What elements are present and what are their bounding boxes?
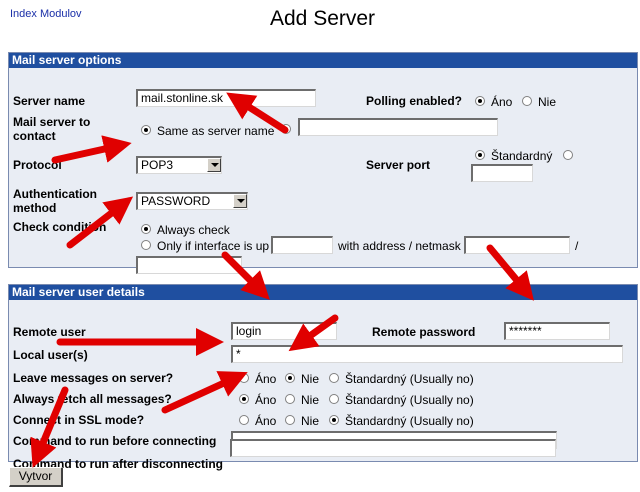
mail-server-contact-label: Mail server to contact: [13, 115, 91, 143]
index-modulov-link[interactable]: Index Modulov: [10, 8, 82, 20]
leave-no-radio[interactable]: [285, 373, 295, 383]
contact-same-label: Same as server name: [157, 124, 275, 138]
protocol-select[interactable]: POP3: [136, 156, 222, 174]
chevron-down-icon: [207, 158, 221, 172]
netmask-slash: /: [575, 239, 579, 253]
fetch-default-radio[interactable]: [329, 394, 339, 404]
contact-other-radio[interactable]: [281, 124, 291, 134]
ssl-no-label: Nie: [301, 414, 320, 428]
check-always-radio[interactable]: [141, 224, 151, 234]
fetch-no-label: Nie: [301, 393, 320, 407]
fetch-all-label: Always fetch all messages?: [13, 392, 172, 406]
leave-yes-label: Áno: [255, 372, 277, 386]
server-port-label: Server port: [366, 158, 431, 172]
server-port-input[interactable]: [471, 164, 533, 182]
leave-default-radio[interactable]: [329, 373, 339, 383]
vytvor-button[interactable]: Vytvor: [9, 467, 63, 487]
authentication-value: PASSWORD: [141, 194, 211, 208]
contact-same-radio[interactable]: [141, 125, 151, 135]
remote-password-input[interactable]: *******: [504, 322, 610, 340]
address-netmask-label: with address / netmask: [338, 239, 461, 253]
page-title: Add Server: [270, 7, 376, 30]
command-after-input[interactable]: [230, 439, 556, 457]
ssl-yes-radio[interactable]: [239, 415, 249, 425]
polling-yes-radio[interactable]: [475, 96, 485, 106]
polling-no-radio[interactable]: [522, 96, 532, 106]
authentication-method-label: Authentication method: [13, 187, 97, 215]
port-default-radio[interactable]: [475, 150, 485, 160]
fetch-yes-radio[interactable]: [239, 394, 249, 404]
remote-password-label: Remote password: [372, 325, 476, 339]
server-name-input[interactable]: mail.stonline.sk: [136, 89, 316, 107]
leave-messages-label: Leave messages on server?: [13, 371, 174, 385]
mail-server-options-section: Mail server options Server name mail.sto…: [8, 52, 638, 274]
user-details-header: Mail server user details: [9, 285, 637, 300]
ssl-no-radio[interactable]: [285, 415, 295, 425]
command-after-label: Command to run after disconnecting: [13, 457, 224, 471]
ssl-default-radio[interactable]: [329, 415, 339, 425]
polling-no-label: Nie: [538, 95, 557, 109]
ssl-default-label: Štandardný (Usually no): [345, 414, 474, 428]
command-before-label: Command to run before connecting: [13, 434, 217, 448]
remote-user-input[interactable]: login: [231, 322, 337, 340]
mail-server-user-details-section: Mail server user details Remote user log…: [8, 284, 638, 471]
port-custom-radio[interactable]: [563, 150, 573, 160]
polling-enabled-label: Polling enabled?: [366, 94, 463, 108]
check-interface-label: Only if interface is up: [157, 239, 270, 253]
netmask-input[interactable]: [136, 256, 242, 274]
server-name-label: Server name: [13, 94, 86, 108]
port-default-label: Štandardný: [491, 149, 553, 163]
contact-server-input[interactable]: [298, 118, 498, 136]
local-users-label: Local user(s): [13, 348, 88, 362]
polling-yes-label: Áno: [491, 95, 513, 109]
leave-no-label: Nie: [301, 372, 320, 386]
leave-default-label: Štandardný (Usually no): [345, 372, 474, 386]
fetch-no-radio[interactable]: [285, 394, 295, 404]
chevron-down-icon: [233, 194, 247, 208]
check-interface-radio[interactable]: [141, 240, 151, 250]
fetch-yes-label: Áno: [255, 393, 277, 407]
interface-input[interactable]: [271, 236, 333, 254]
fetch-default-label: Štandardný (Usually no): [345, 393, 474, 407]
authentication-select[interactable]: PASSWORD: [136, 192, 248, 210]
address-input[interactable]: [464, 236, 570, 254]
protocol-label: Protocol: [13, 158, 62, 172]
protocol-value: POP3: [141, 158, 174, 172]
remote-user-label: Remote user: [13, 325, 86, 339]
mail-server-options-header: Mail server options: [9, 53, 637, 68]
ssl-mode-label: Connect in SSL mode?: [13, 413, 145, 427]
local-users-input[interactable]: *: [231, 345, 623, 363]
leave-yes-radio[interactable]: [239, 373, 249, 383]
check-condition-label: Check condition: [13, 220, 107, 234]
check-always-label: Always check: [157, 223, 230, 237]
ssl-yes-label: Áno: [255, 414, 277, 428]
